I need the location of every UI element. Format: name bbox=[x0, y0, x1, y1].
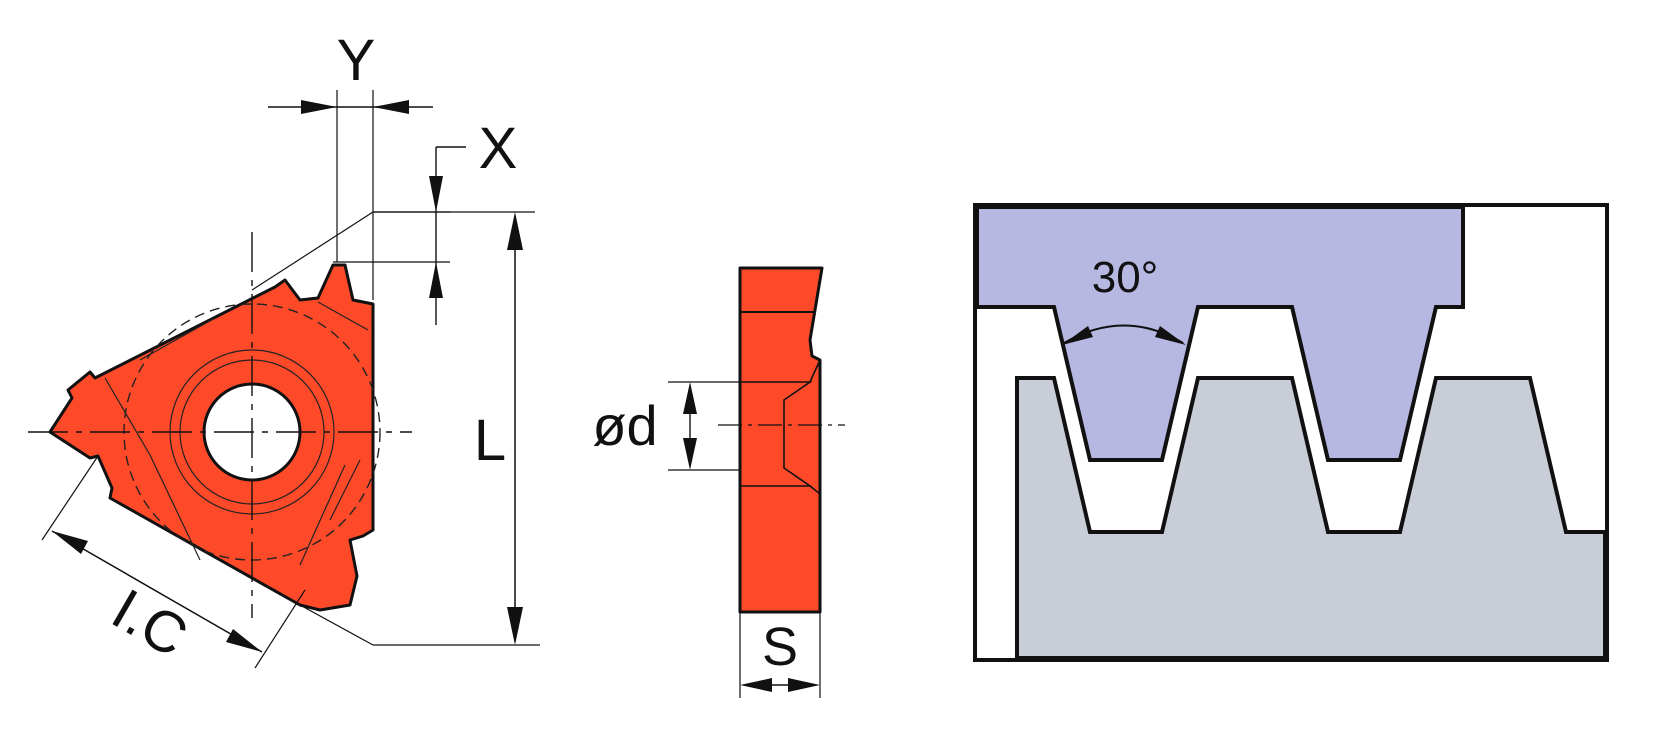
label-ic: I.C bbox=[101, 576, 198, 669]
label-y: Y bbox=[337, 28, 376, 93]
insert-top-view: Y X L I.C bbox=[28, 28, 540, 670]
label-od: ød bbox=[592, 394, 657, 457]
internal-thread-part bbox=[975, 205, 1465, 462]
insert-side-view: ød S bbox=[592, 266, 845, 698]
thread-profile-view: 30° bbox=[973, 203, 1609, 662]
dimension-ic-line bbox=[51, 530, 263, 653]
label-l: L bbox=[474, 408, 506, 473]
label-angle: 30° bbox=[1092, 253, 1159, 302]
label-x: X bbox=[479, 116, 518, 181]
label-s: S bbox=[762, 617, 798, 677]
side-view-body bbox=[738, 266, 824, 614]
external-thread-part bbox=[1015, 376, 1607, 660]
